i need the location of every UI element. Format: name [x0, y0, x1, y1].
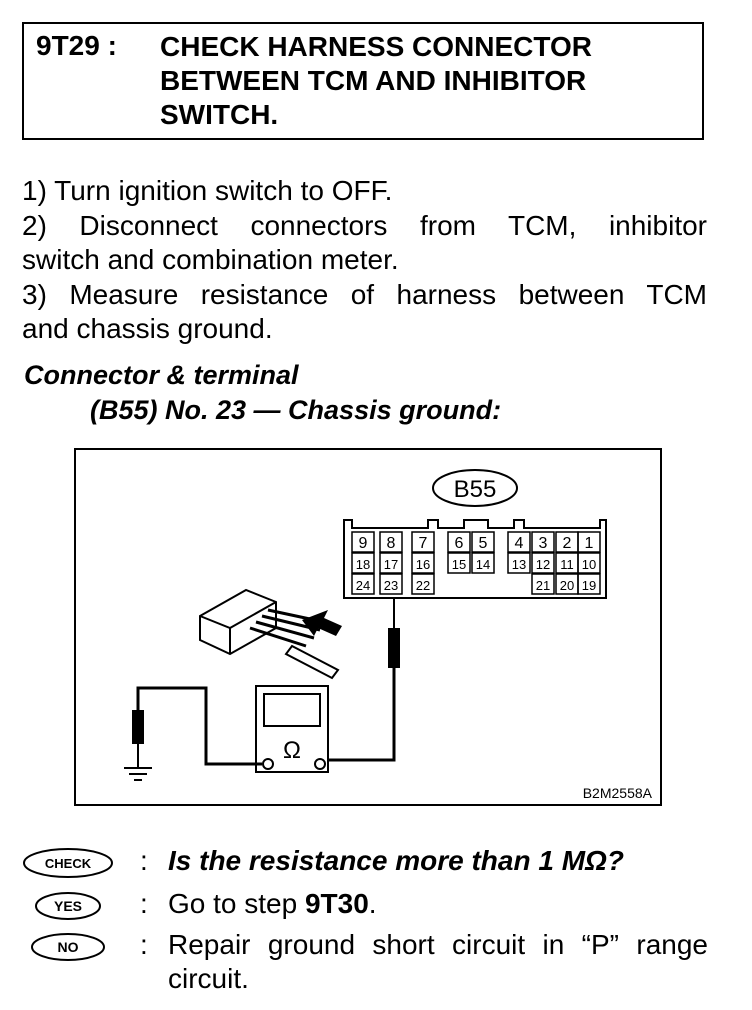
terminal-number: 19 — [582, 578, 596, 593]
connector-label: B55 — [454, 476, 497, 503]
terminal-number: 11 — [560, 557, 574, 572]
instruction-list: 1) Turn ignition switch to OFF. 2) Disco… — [22, 174, 707, 347]
terminal-cell — [577, 531, 601, 553]
ohm-symbol: Ω — [283, 737, 301, 764]
terminal-cell — [507, 552, 531, 574]
step-header-box: 9T29 : CHECK HARNESS CONNECTOR BETWEEN T… — [22, 22, 704, 140]
terminal-cell — [577, 573, 601, 595]
terminal-number: 24 — [356, 578, 370, 593]
connector-body — [343, 519, 607, 599]
no-badge-icon: NO — [31, 933, 105, 961]
yes-separator: : — [140, 888, 148, 919]
no-text-line-1: Repair ground short circuit in “P” range — [168, 929, 708, 960]
terminal-cell — [447, 531, 471, 553]
terminal-number: 22 — [416, 578, 430, 593]
terminal-cell — [379, 573, 403, 595]
instruction-2-line-1: 2) Disconnect connectors from TCM, inhib… — [22, 209, 707, 241]
terminal-cell — [411, 552, 435, 574]
no-separator: : — [140, 929, 148, 960]
instruction-2-line-2: switch and combination meter. — [22, 244, 399, 275]
terminal-cell — [531, 552, 555, 574]
probe-lead-right — [322, 668, 396, 762]
connector-label-ellipse — [432, 469, 518, 507]
terminal-number: 16 — [416, 557, 430, 572]
terminal-cell — [411, 573, 435, 595]
terminal-number: 10 — [582, 557, 596, 572]
probe-tip-left — [132, 710, 144, 744]
insert-arrow — [302, 610, 342, 636]
terminal-number: 21 — [536, 578, 550, 593]
yes-badge-label: YES — [54, 898, 82, 914]
step-title-line-1: CHECK HARNESS CONNECTOR — [160, 31, 592, 62]
harness-connector-sketch — [199, 588, 340, 680]
terminal-number: 9 — [359, 535, 368, 552]
terminal-cell — [471, 531, 495, 553]
terminal-caption: (B55) No. 23 — Chassis ground: — [90, 395, 502, 425]
terminal-number: 1 — [585, 535, 594, 552]
instruction-3-line-2: and chassis ground. — [22, 313, 273, 344]
check-badge-label: CHECK — [45, 856, 92, 871]
terminal-number: 13 — [512, 557, 526, 572]
terminal-number: 23 — [384, 578, 398, 593]
terminal-cell — [411, 531, 435, 553]
step-id: 9T29 : — [36, 30, 117, 61]
probe-tip-right — [388, 628, 400, 668]
yes-step-ref: 9T30 — [304, 888, 369, 919]
terminal-number: 12 — [536, 557, 550, 572]
step-title: CHECK HARNESS CONNECTOR BETWEEN TCM AND … — [160, 30, 680, 132]
terminal-cell — [351, 552, 375, 574]
terminal-number: 14 — [476, 557, 490, 572]
no-badge-label: NO — [58, 939, 79, 955]
terminal-cell — [577, 552, 601, 574]
connector-caption: Connector & terminal — [24, 360, 299, 390]
terminal-number: 17 — [384, 557, 398, 572]
terminal-number: 5 — [479, 535, 488, 552]
ohm-meter: Ω — [255, 685, 329, 773]
yes-badge-icon: YES — [35, 892, 101, 920]
terminal-number: 6 — [455, 535, 464, 552]
terminal-cell — [351, 573, 375, 595]
step-title-line-2: BETWEEN TCM AND INHIBITOR — [160, 65, 587, 96]
yes-text-prefix: Go to step — [168, 888, 305, 919]
terminal-cell — [531, 531, 555, 553]
yes-text: Go to step 9T30. — [168, 888, 377, 920]
terminal-number: 7 — [419, 535, 428, 552]
terminal-cell — [351, 531, 375, 553]
terminal-number: 4 — [515, 535, 524, 552]
terminal-number: 8 — [387, 535, 396, 552]
terminal-cell — [507, 531, 531, 553]
instruction-1: 1) Turn ignition switch to OFF. — [22, 175, 393, 206]
no-text-line-2: circuit. — [168, 963, 249, 994]
terminal-cell — [447, 552, 471, 574]
probe-lead-left — [136, 686, 262, 766]
terminal-number: 3 — [539, 535, 548, 552]
instruction-3-line-1: 3) Measure resistance of harness between… — [22, 278, 707, 310]
terminal-cell — [379, 552, 403, 574]
terminal-number: 2 — [563, 535, 572, 552]
check-question: Is the resistance more than 1 MΩ? — [168, 845, 624, 876]
check-separator: : — [140, 845, 148, 876]
step-title-line-3: SWITCH. — [160, 99, 279, 130]
terminal-cell — [531, 573, 555, 595]
figure-code: B2M2558A — [583, 785, 653, 801]
terminal-cell — [379, 531, 403, 553]
terminal-number: 15 — [452, 557, 466, 572]
terminal-number: 20 — [560, 578, 574, 593]
terminal-cell — [471, 552, 495, 574]
yes-text-suffix: . — [368, 888, 377, 919]
terminal-number: 18 — [356, 557, 370, 572]
check-badge-icon: CHECK — [23, 848, 113, 878]
